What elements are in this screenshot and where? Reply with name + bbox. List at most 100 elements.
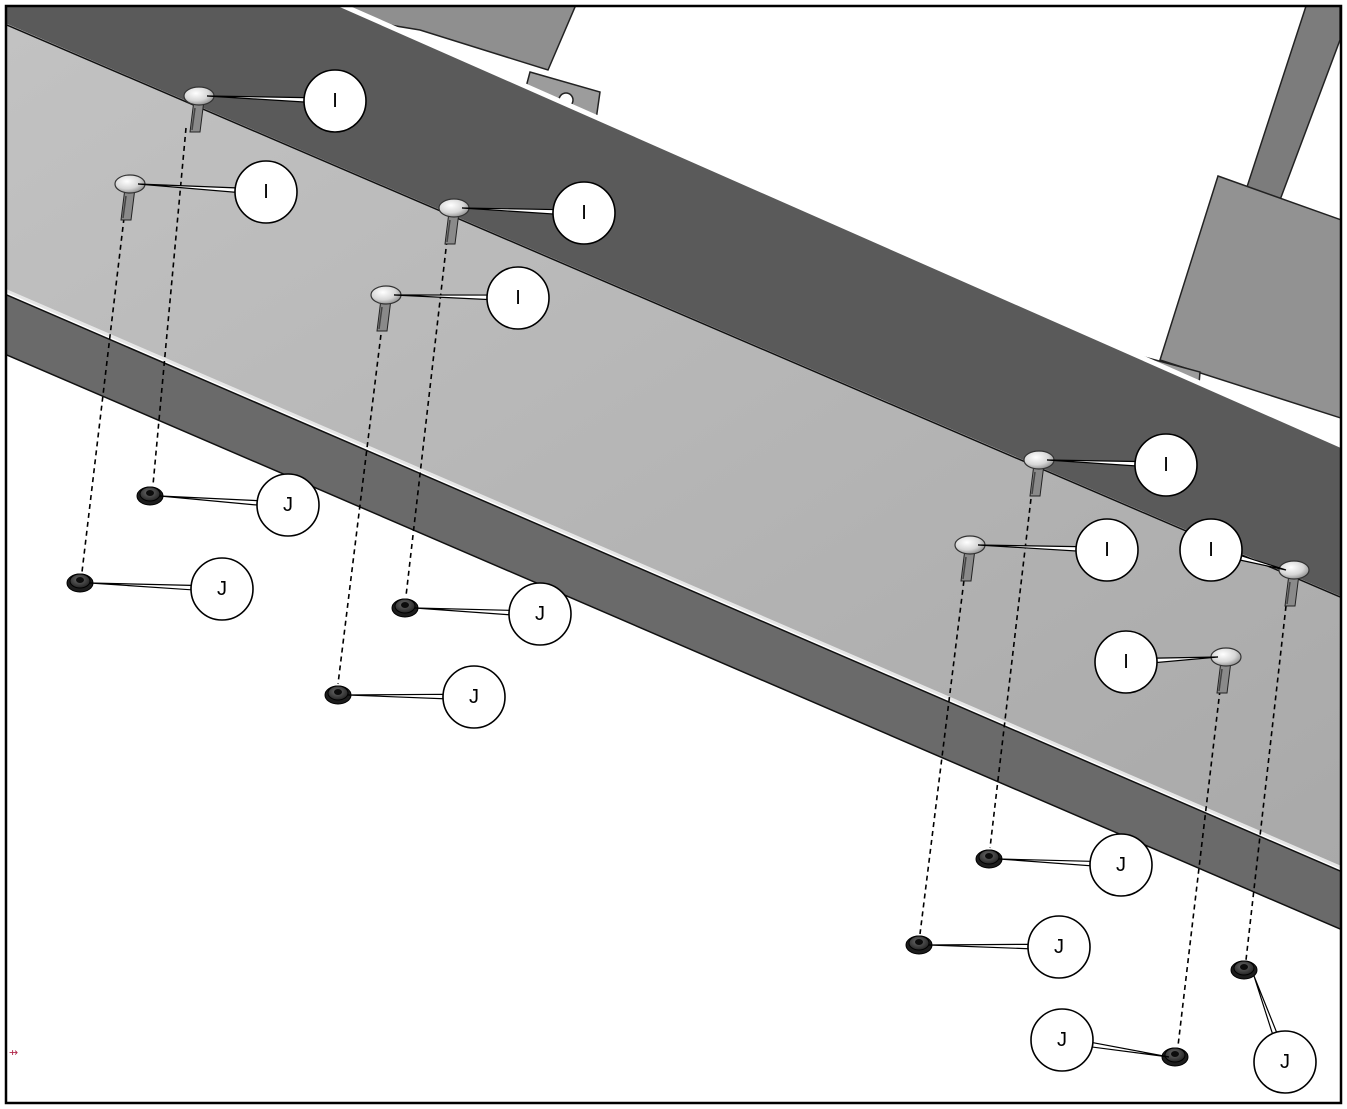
- flange-nut: [66, 573, 94, 593]
- callout-label: I: [1123, 651, 1129, 673]
- dashed-line: [919, 571, 966, 935]
- callout-circle: [256, 473, 320, 537]
- carriage-bolt: [370, 285, 402, 332]
- carriage-bolt: [438, 198, 470, 245]
- flange-nut: [1230, 960, 1258, 980]
- callout-circle: [1075, 518, 1139, 582]
- callout-label: I: [581, 202, 587, 224]
- carriage-bolt: [1210, 647, 1242, 694]
- leader-line: [928, 943, 1029, 950]
- dashed-line: [152, 127, 187, 486]
- callout-circle: [442, 665, 506, 729]
- callout-circle: [1094, 630, 1158, 694]
- dashed-line: [81, 217, 125, 573]
- leader-line: [89, 582, 192, 591]
- callout-label: I: [1104, 539, 1110, 561]
- callout: J: [190, 557, 254, 621]
- callout: I: [234, 160, 298, 224]
- bolt-head: [1278, 560, 1310, 580]
- nut-hole: [915, 939, 923, 945]
- callout-circle: [508, 582, 572, 646]
- callout: I: [1094, 630, 1158, 694]
- callout-circle: [1089, 833, 1153, 897]
- callout-label: J: [1116, 854, 1126, 876]
- carriage-bolt: [954, 535, 986, 582]
- nut-hole: [1240, 964, 1248, 970]
- nut-hole: [146, 490, 154, 496]
- carriage-bolt: [114, 174, 146, 221]
- bolt-group: [114, 86, 1310, 694]
- flange-nut: [391, 598, 419, 618]
- nut-hole: [985, 853, 993, 859]
- corner-marker: ⇸: [9, 1046, 18, 1059]
- flange-nut: [1161, 1047, 1189, 1067]
- nut-hole: [76, 577, 84, 583]
- callout: J: [1089, 833, 1153, 897]
- callout-circle: [1179, 518, 1243, 582]
- flange-nut: [975, 849, 1003, 869]
- flange-nut: [324, 685, 352, 705]
- callout: I: [303, 69, 367, 133]
- upper-right-post: [1245, 7, 1340, 201]
- leader-line: [347, 693, 444, 700]
- callout: J: [256, 473, 320, 537]
- assembly-lines: [81, 127, 1287, 1047]
- callout-circle: [486, 266, 550, 330]
- callout-label: J: [1057, 1029, 1067, 1051]
- callout-circle: [303, 69, 367, 133]
- callout-circle: [552, 181, 616, 245]
- callout-label: J: [469, 686, 479, 708]
- callout-circle: [190, 557, 254, 621]
- callout-label: I: [263, 181, 269, 203]
- nut-group: [66, 486, 1258, 1067]
- leader-line: [414, 607, 510, 616]
- callout-label: J: [217, 578, 227, 600]
- carriage-bolt: [183, 86, 215, 133]
- callout: J: [1027, 915, 1091, 979]
- drawing-border: [4, 4, 1343, 1105]
- callout-circle: [1134, 433, 1198, 497]
- callout-circle: [1030, 1008, 1094, 1072]
- callout-label: I: [332, 90, 338, 112]
- nut-hole: [1171, 1051, 1179, 1057]
- carriage-bolt: [1023, 450, 1055, 497]
- channel-top-highlight: [339, 7, 1340, 448]
- callout: J: [1030, 1008, 1094, 1072]
- callout-label: J: [283, 494, 293, 516]
- callout-label: I: [1208, 539, 1214, 561]
- nut-hole: [401, 602, 409, 608]
- flange-nut: [905, 935, 933, 955]
- callout-circle: [234, 160, 298, 224]
- callout-label: J: [1280, 1051, 1290, 1073]
- leader-line: [159, 495, 258, 506]
- lower-flange: [7, 294, 1340, 930]
- dashed-line: [989, 489, 1033, 849]
- callout: I: [1075, 518, 1139, 582]
- carriage-bolt: [1278, 560, 1310, 607]
- channel-top-surface: [7, 7, 1340, 598]
- flange-nut: [136, 486, 164, 506]
- callout: I: [1179, 518, 1243, 582]
- callout-label: I: [1163, 454, 1169, 476]
- leader-line: [998, 858, 1091, 867]
- callout-label: J: [1054, 936, 1064, 958]
- callout: J: [1253, 1030, 1317, 1094]
- callout-label: J: [535, 603, 545, 625]
- dashed-line: [1177, 689, 1221, 1047]
- dashed-line: [405, 239, 448, 597]
- callout: I: [1134, 433, 1198, 497]
- panel-face: [7, 24, 1340, 868]
- callout-group: I I I I I I I I J J J J J J J J: [190, 69, 1317, 1094]
- right-bracket-plate: [1159, 175, 1340, 419]
- callout-label: I: [515, 287, 521, 309]
- callout: J: [442, 665, 506, 729]
- nut-hole: [334, 689, 342, 695]
- callout: J: [508, 582, 572, 646]
- callout: I: [552, 181, 616, 245]
- callout-circle: [1027, 915, 1091, 979]
- callout-circle: [1253, 1030, 1317, 1094]
- frame-geometry: [7, 7, 1340, 930]
- leader-line: [1091, 1041, 1170, 1058]
